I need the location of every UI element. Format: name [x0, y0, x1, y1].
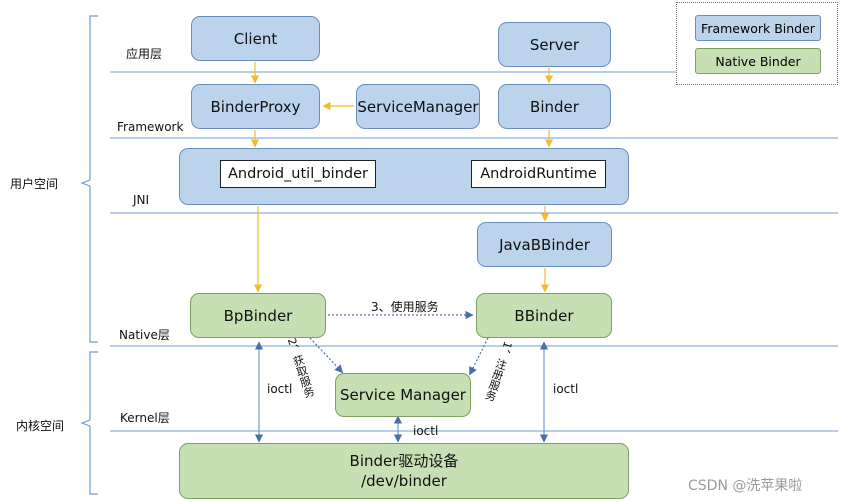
ioctl-mid-label: ioctl [413, 424, 439, 438]
layer-label-framework: Framework [117, 120, 184, 134]
watermark: CSDN @洗苹果啦 [688, 478, 803, 494]
layer-label-jni: JNI [133, 193, 150, 207]
layer-label-native: Native层 [119, 328, 170, 342]
ioctl-left-label: ioctl [267, 382, 293, 396]
server-node[interactable]: Server [498, 22, 611, 67]
service-manager-framework-node[interactable]: ServiceManager [356, 84, 480, 129]
binder-driver-title: Binder驱动设备 [349, 452, 459, 470]
binder-proxy-node[interactable]: BinderProxy [191, 84, 320, 129]
kernel-space-brace [80, 351, 98, 495]
bbinder-node[interactable]: BBinder [476, 293, 612, 338]
ioctl-right-label: ioctl [553, 382, 579, 396]
bp-binder-node[interactable]: BpBinder [190, 293, 326, 338]
user-space-brace [80, 15, 98, 343]
android-runtime-node[interactable]: AndroidRuntime [471, 160, 606, 188]
use-service-label: 3、使用服务 [371, 300, 439, 314]
layer-label-kernel: Kernel层 [120, 411, 170, 425]
legend: Framework Binder Native Binder [676, 2, 838, 85]
space-label-kernel: 内核空间 [16, 419, 65, 433]
binder-node[interactable]: Binder [498, 84, 611, 129]
binder-driver-node[interactable]: Binder驱动设备 /dev/binder [179, 443, 629, 499]
client-node[interactable]: Client [191, 16, 320, 61]
java-bbinder-node[interactable]: JavaBBinder [477, 222, 612, 267]
space-label-user: 用户空间 [10, 177, 59, 191]
android-util-binder-node[interactable]: Android_util_binder [220, 160, 376, 188]
legend-native-binder: Native Binder [695, 48, 821, 74]
layer-label-app: 应用层 [126, 47, 163, 61]
legend-framework-binder: Framework Binder [695, 15, 821, 41]
service-manager-native-node[interactable]: Service Manager [335, 373, 471, 417]
binder-driver-path: /dev/binder [361, 472, 447, 490]
